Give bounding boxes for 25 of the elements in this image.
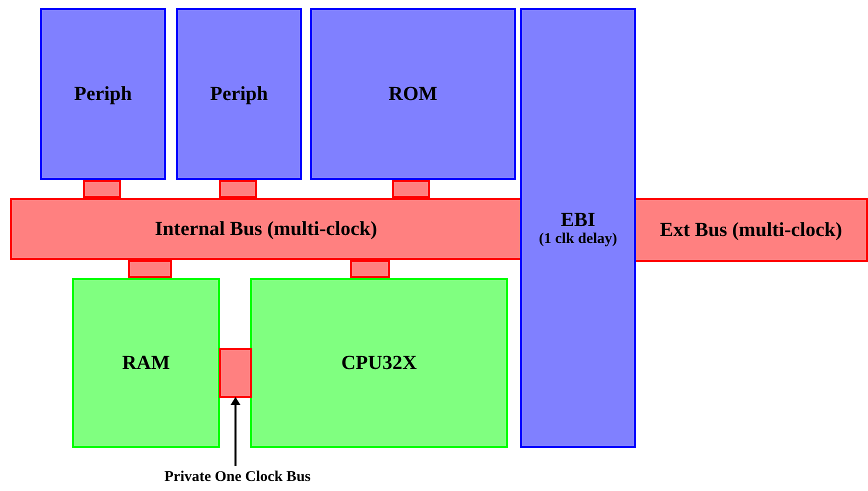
bus-label: Private One Clock Bus bbox=[120, 466, 355, 488]
peripheral-block bbox=[176, 8, 302, 180]
memory-block bbox=[310, 8, 516, 180]
processor-block bbox=[250, 278, 508, 448]
arrow bbox=[230, 397, 240, 466]
block-note: (1 clk delay) bbox=[538, 230, 618, 248]
bus-connector bbox=[83, 180, 121, 198]
bus-bar bbox=[634, 198, 868, 262]
block-label: EBI bbox=[560, 208, 596, 230]
bus-connector bbox=[219, 348, 252, 398]
block-label: CPU32X bbox=[341, 352, 417, 374]
peripheral-block bbox=[40, 8, 166, 180]
block-label: Periph bbox=[210, 83, 268, 105]
block-label: Internal Bus (multi-clock) bbox=[154, 218, 378, 240]
block-label: ROM bbox=[388, 83, 438, 105]
bus-connector bbox=[350, 260, 390, 278]
bus-bar bbox=[10, 198, 522, 260]
block-label: RAM bbox=[122, 352, 170, 374]
bus-connector bbox=[128, 260, 172, 278]
interface-block bbox=[520, 8, 636, 448]
memory-block bbox=[72, 278, 220, 448]
bus-connector bbox=[219, 180, 257, 198]
block-label: Ext Bus (multi-clock) bbox=[660, 219, 842, 241]
block-label: Periph bbox=[74, 83, 132, 105]
bus-connector bbox=[392, 180, 430, 198]
